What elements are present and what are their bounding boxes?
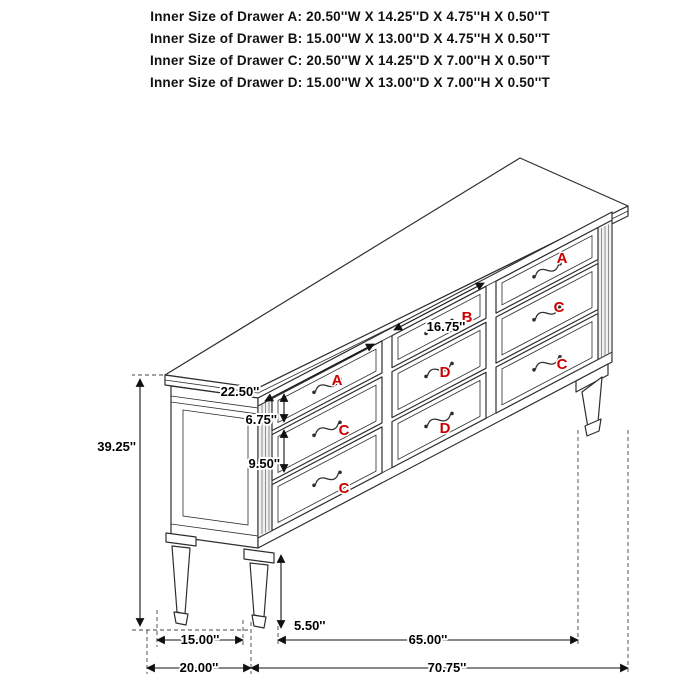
handle-post-icon xyxy=(312,390,316,395)
drawer-front-molding xyxy=(397,379,481,461)
overall-width-label: 70.75'' xyxy=(428,660,467,675)
handle-post-icon xyxy=(450,411,454,416)
drawer-letter-label: A xyxy=(557,250,568,267)
front-right-leg xyxy=(575,363,609,437)
dresser-top-edge xyxy=(164,205,629,399)
handle-post-icon xyxy=(338,420,342,425)
drawer-handle-icon xyxy=(314,472,340,485)
lower-drawer-height-label: 9.50'' xyxy=(249,456,280,471)
drawer-letter-label: C xyxy=(339,422,350,439)
handle-post-icon xyxy=(450,361,454,366)
leg-span-depth-label: 15.00'' xyxy=(181,632,220,647)
handle-post-icon xyxy=(338,470,342,475)
drawer-handle-icon xyxy=(534,307,560,320)
drawer-handle-icon xyxy=(426,363,452,377)
top-drawer-height-label: 6.75'' xyxy=(246,412,277,427)
handle-post-icon xyxy=(558,304,562,309)
drawer-letter-label: A xyxy=(332,372,343,389)
drawer-a-size-text: Inner Size of Drawer A: 20.50''W X 14.25… xyxy=(150,9,550,24)
handle-post-icon xyxy=(424,374,428,379)
dimension-annotations: 39.25'' 22.50'' 16.75'' 6.75'' 9.50'' 5.… xyxy=(95,282,629,677)
back-left-leg xyxy=(165,532,197,626)
overall-height-label: 39.25'' xyxy=(97,439,136,454)
drawer-b-width-label: 16.75'' xyxy=(427,319,466,334)
drawer-front-molding xyxy=(501,320,593,406)
drawer-front-molding xyxy=(277,384,377,474)
drawer-letter-label: C xyxy=(554,299,565,316)
handle-post-icon xyxy=(312,433,316,438)
handle-post-icon xyxy=(424,331,428,336)
drawer-a-width-label: 22.50'' xyxy=(221,384,260,399)
drawer-handle-icon xyxy=(534,357,560,370)
drawer-letter-label: D xyxy=(440,420,451,437)
drawer-handle-icon xyxy=(534,264,560,277)
drawer-front-molding xyxy=(501,270,593,356)
leg-height-label: 5.50'' xyxy=(294,618,325,633)
handle-post-icon xyxy=(558,354,562,359)
drawer-d-size-text: Inner Size of Drawer D: 15.00''W X 13.00… xyxy=(150,75,550,90)
overall-depth-label: 20.00'' xyxy=(180,660,219,675)
drawer-front-molding xyxy=(277,434,377,524)
drawer-c-size-text: Inner Size of Drawer C: 20.50''W X 14.25… xyxy=(150,53,550,68)
handle-post-icon xyxy=(424,424,428,429)
leg-span-width-label: 65.00'' xyxy=(409,632,448,647)
handle-post-icon xyxy=(532,274,536,279)
drawer-b-size-text: Inner Size of Drawer B: 15.00''W X 13.00… xyxy=(150,31,550,46)
drawer-size-header: Inner Size of Drawer A: 20.50''W X 14.25… xyxy=(0,6,700,94)
handle-post-icon xyxy=(532,317,536,322)
drawer-letter-label: C xyxy=(557,356,568,373)
drawer-letter-label: C xyxy=(339,480,350,497)
handle-post-icon xyxy=(312,483,316,488)
drawer-handle-icon xyxy=(426,413,452,427)
drawer-front-molding xyxy=(501,235,593,306)
drawer-front-molding xyxy=(397,329,481,411)
handle-post-icon xyxy=(532,367,536,372)
handle-post-icon xyxy=(558,261,562,266)
drawer-handle-icon xyxy=(314,422,340,435)
front-left-leg xyxy=(243,548,275,629)
drawer-letter-label: D xyxy=(440,364,451,381)
